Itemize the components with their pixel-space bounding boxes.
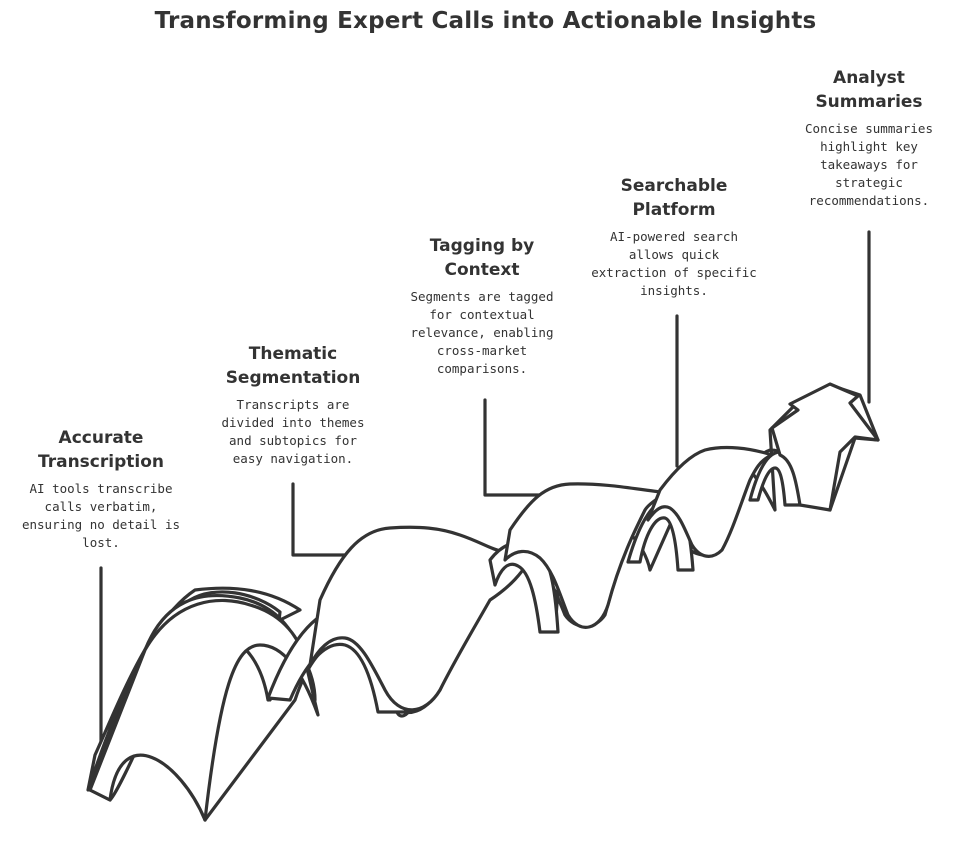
step-thematic-segmentation: Thematic Segmentation Transcripts are di… — [202, 342, 384, 468]
step-title: Accurate Transcription — [10, 426, 192, 474]
step-description: Transcripts are divided into themes and … — [202, 396, 384, 468]
step-searchable-platform: Searchable Platform AI-powered search al… — [584, 174, 764, 300]
ribbon-hump-4 — [648, 448, 772, 557]
step-title: Searchable Platform — [584, 174, 764, 222]
step-description: Segments are tagged for contextual relev… — [392, 288, 572, 378]
step-description: Concise summaries highlight key takeaway… — [776, 120, 962, 210]
step-title: Tagging by Context — [392, 234, 572, 282]
step-description: AI tools transcribe calls verbatim, ensu… — [10, 480, 192, 552]
step-tagging-by-context: Tagging by Context Segments are tagged f… — [392, 234, 572, 378]
connector-line-2 — [293, 484, 355, 555]
step-description: AI-powered search allows quick extractio… — [584, 228, 764, 300]
step-title: Analyst Summaries — [776, 66, 962, 114]
step-title: Thematic Segmentation — [202, 342, 384, 390]
step-accurate-transcription: Accurate Transcription AI tools transcri… — [10, 426, 192, 552]
connector-line-3 — [485, 400, 545, 495]
step-analyst-summaries: Analyst Summaries Concise summaries high… — [776, 66, 962, 210]
